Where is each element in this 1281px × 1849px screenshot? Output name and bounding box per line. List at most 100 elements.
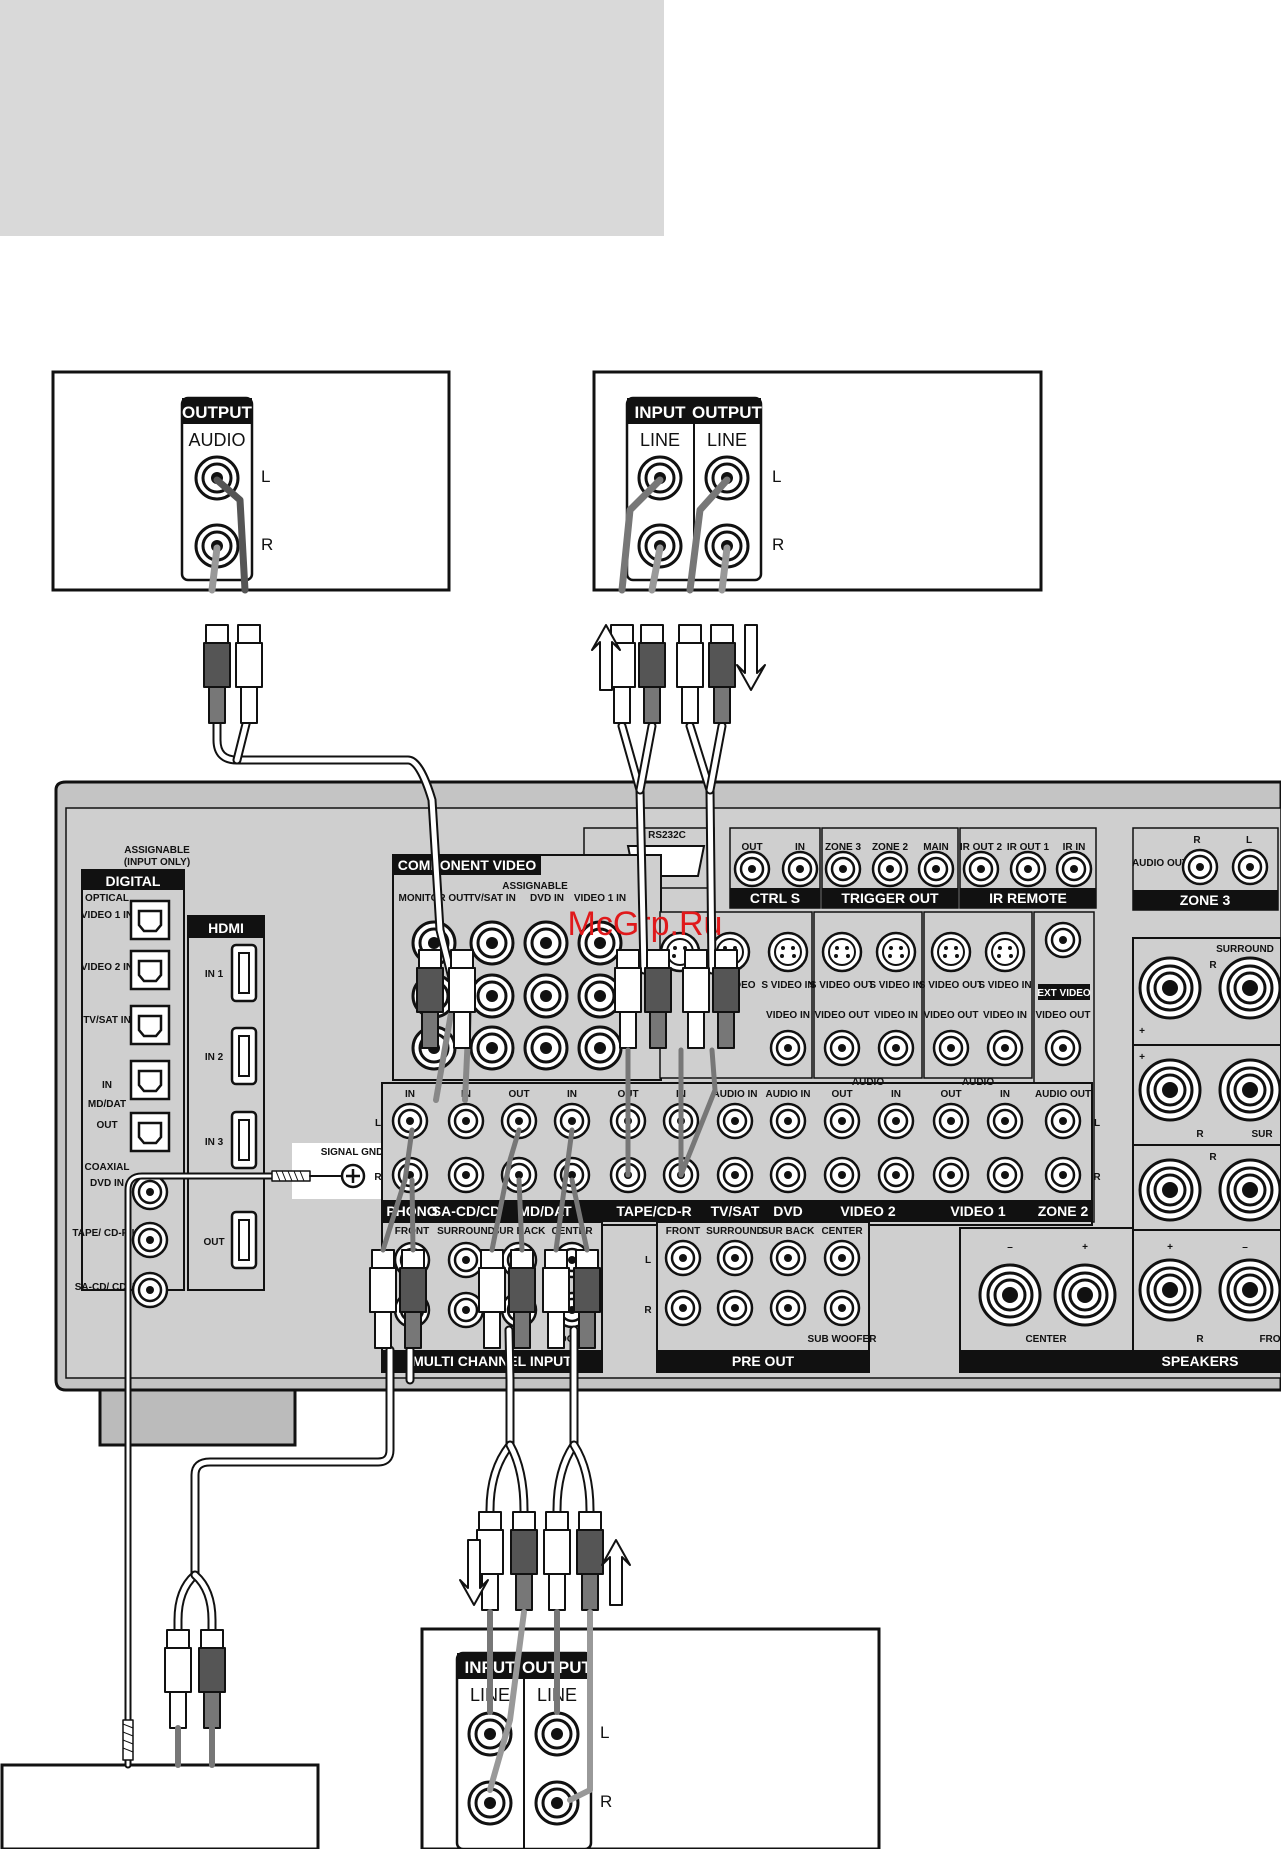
video2-in-r-jack[interactable] xyxy=(877,1156,915,1194)
svg-text:FRONT: FRONT xyxy=(666,1226,700,1237)
multi-surround-r-jack[interactable] xyxy=(447,1291,485,1329)
spk-front-l-minus[interactable] xyxy=(1218,1258,1281,1322)
spk-center-minus[interactable] xyxy=(978,1263,1042,1327)
bottom-output-r-jack[interactable] xyxy=(534,1780,580,1826)
spk-surround-r-plus[interactable] xyxy=(1138,956,1202,1020)
zone3-l-jack[interactable] xyxy=(1231,848,1269,886)
svideo-video1-out-jack[interactable] xyxy=(930,931,972,973)
hdmi-header: HDMI xyxy=(208,920,244,936)
comp-video1-pr[interactable] xyxy=(577,1025,623,1071)
hdmi-out-port[interactable] xyxy=(230,1210,258,1270)
group-video2: VIDEO 2 xyxy=(840,1203,895,1219)
svideo-video1-in-jack[interactable] xyxy=(984,931,1026,973)
ir-out1-jack[interactable] xyxy=(1009,850,1047,888)
svg-text:S VIDEO IN: S VIDEO IN xyxy=(761,980,814,991)
ctrl-s-out-jack[interactable] xyxy=(733,850,771,888)
multi-surround-l-jack[interactable] xyxy=(447,1241,485,1279)
trigger-zone2-jack[interactable] xyxy=(871,850,909,888)
ir-in-jack[interactable] xyxy=(1055,850,1093,888)
preout-surround-l-jack[interactable] xyxy=(716,1239,754,1277)
sacd-r-jack[interactable] xyxy=(447,1156,485,1194)
preout-center-jack[interactable] xyxy=(823,1239,861,1277)
dvd-r-jack[interactable] xyxy=(769,1156,807,1194)
svg-text:SIGNAL GND: SIGNAL GND xyxy=(321,1147,384,1158)
tvsat-r-jack[interactable] xyxy=(716,1156,754,1194)
video2-out-r-jack[interactable] xyxy=(823,1156,861,1194)
spk-front-r-minus[interactable] xyxy=(1218,1158,1281,1222)
coax-sacd-port[interactable] xyxy=(131,1271,169,1309)
svg-text:SUB WOOFER: SUB WOOFER xyxy=(808,1334,878,1345)
preout-front-r-jack[interactable] xyxy=(664,1289,702,1327)
tvsat-l-jack[interactable] xyxy=(716,1102,754,1140)
comp-tvsat-y[interactable] xyxy=(469,920,515,966)
svg-text:S VIDEO OUT: S VIDEO OUT xyxy=(810,980,874,991)
ir-out2-jack[interactable] xyxy=(962,850,1000,888)
svg-text:OUT: OUT xyxy=(508,1089,529,1100)
coax-dvd-port[interactable] xyxy=(131,1173,169,1211)
video-video1-in-jack[interactable] xyxy=(986,1029,1024,1067)
svideo-col3-jack[interactable] xyxy=(767,931,809,973)
video-video2-in-jack[interactable] xyxy=(877,1029,915,1067)
ctrl-s-in-jack[interactable] xyxy=(781,850,819,888)
trigger-main-jack[interactable] xyxy=(917,850,955,888)
video2-in-l-jack[interactable] xyxy=(877,1102,915,1140)
dvd-l-jack[interactable] xyxy=(769,1102,807,1140)
spk-surround-r-minus[interactable] xyxy=(1218,956,1281,1020)
preout-front-l-jack[interactable] xyxy=(664,1239,702,1277)
spk-front-r-plus[interactable] xyxy=(1138,1158,1202,1222)
spk-center-plus[interactable] xyxy=(1053,1263,1117,1327)
video1-out-l-jack[interactable] xyxy=(932,1102,970,1140)
svg-text:+: + xyxy=(1139,1026,1145,1037)
zone2-r-jack[interactable] xyxy=(1044,1156,1082,1194)
optical-tvsat-port[interactable] xyxy=(129,1004,171,1046)
zone2-l-jack[interactable] xyxy=(1044,1102,1082,1140)
spk-surround-l-minus[interactable] xyxy=(1218,1058,1281,1122)
comp-tvsat-pr[interactable] xyxy=(469,1025,515,1071)
svg-text:AUDIO IN: AUDIO IN xyxy=(766,1089,811,1100)
preout-subwoofer-jack[interactable] xyxy=(823,1289,861,1327)
hdmi-in3-port[interactable] xyxy=(230,1110,258,1170)
zone3-r-jack[interactable] xyxy=(1181,848,1219,886)
video1-out-r-jack[interactable] xyxy=(932,1156,970,1194)
digital-header: DIGITAL xyxy=(106,873,161,889)
spk-surround-l-plus[interactable] xyxy=(1138,1058,1202,1122)
optical-mddat-in-port[interactable] xyxy=(129,1059,171,1101)
preout-surback-r-jack[interactable] xyxy=(769,1289,807,1327)
comp-dvd-pb[interactable] xyxy=(523,973,569,1019)
ext-video-jack[interactable] xyxy=(1044,921,1082,959)
optical-mddat-out-port[interactable] xyxy=(129,1111,171,1153)
optical-video1-port[interactable] xyxy=(129,899,171,941)
preout-surround-r-jack[interactable] xyxy=(716,1289,754,1327)
zone2-video-out-jack[interactable] xyxy=(1044,1029,1082,1067)
svg-text:VIDEO: VIDEO xyxy=(724,980,755,991)
comp-dvd-y[interactable] xyxy=(523,920,569,966)
spk-front-l-plus[interactable] xyxy=(1138,1258,1202,1322)
control-section: CTRL S OUT IN TRIGGER OUT ZONE 3 ZONE 2 … xyxy=(729,827,1279,911)
video-col3-jack[interactable] xyxy=(769,1029,807,1067)
video2-out-l-jack[interactable] xyxy=(823,1102,861,1140)
optical-video2-port[interactable] xyxy=(129,949,171,991)
video-video1-out-jack[interactable] xyxy=(932,1029,970,1067)
svideo-video2-out-jack[interactable] xyxy=(821,931,863,973)
sacd-l-jack[interactable] xyxy=(447,1102,485,1140)
video1-in-r-jack[interactable] xyxy=(986,1156,1024,1194)
bottom-output-l-jack[interactable] xyxy=(534,1711,580,1757)
svg-text:SUR: SUR xyxy=(1251,1129,1273,1140)
svg-text:L: L xyxy=(261,467,270,486)
svg-text:MD/DAT: MD/DAT xyxy=(88,1099,126,1110)
preout-surback-l-jack[interactable] xyxy=(769,1239,807,1277)
svg-text:OUTPUT: OUTPUT xyxy=(182,403,253,422)
comp-tvsat-pb[interactable] xyxy=(469,973,515,1019)
trigger-zone3-jack[interactable] xyxy=(824,850,862,888)
svg-text:IR OUT 1: IR OUT 1 xyxy=(1007,842,1050,853)
svg-text:AUDIO: AUDIO xyxy=(852,1077,884,1088)
svideo-video2-in-jack[interactable] xyxy=(875,931,917,973)
coax-tape-port[interactable] xyxy=(131,1221,169,1259)
svg-text:TRIGGER OUT: TRIGGER OUT xyxy=(841,890,939,906)
hdmi-in2-port[interactable] xyxy=(230,1026,258,1086)
hdmi-in1-port[interactable] xyxy=(230,943,258,1003)
svg-text:IR IN: IR IN xyxy=(1063,842,1086,853)
video-video2-out-jack[interactable] xyxy=(823,1029,861,1067)
video1-in-l-jack[interactable] xyxy=(986,1102,1024,1140)
comp-dvd-pr[interactable] xyxy=(523,1025,569,1071)
